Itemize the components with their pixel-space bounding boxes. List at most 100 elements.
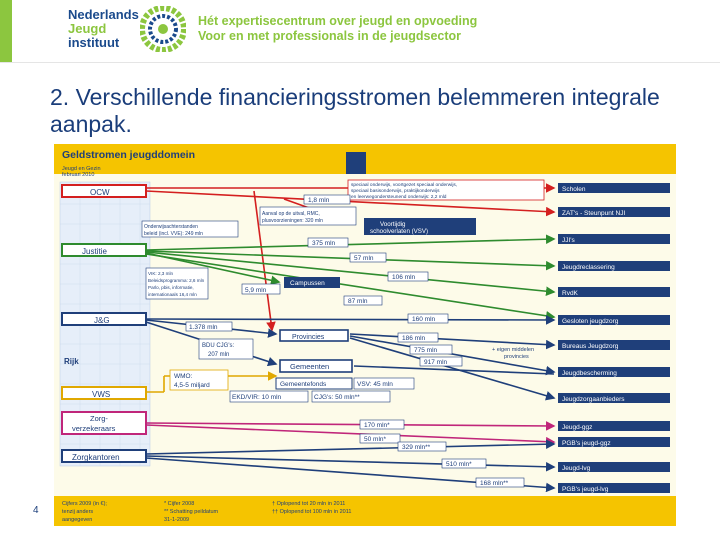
note-oab-2: beleid (incl. VVE): 249 mln: [144, 231, 203, 237]
footer-col1-1: Cijfers 2009 (in €);: [62, 501, 107, 507]
accent-bar: [0, 0, 12, 62]
note-ocw-line-2: speciaal basisonderwijs, praktijkonderwi…: [351, 188, 440, 194]
amount-a5: 5,9 mln: [245, 287, 267, 294]
note-cjg: [311, 390, 391, 403]
note-vsv-amount-label: VSV: 45 mln: [357, 381, 393, 388]
amount-a12: 170 mln*: [364, 422, 390, 429]
note-wmo-2: 4,5-5 miljard: [174, 382, 210, 389]
target-pgb-jeugd-lvg: PGB's jeugd-lvg: [562, 486, 609, 493]
diagram-title: Geldstromen jeugddomein: [62, 149, 195, 161]
footer-col1-2: tenzij anders: [62, 509, 93, 515]
note-vsv-amount: [353, 377, 415, 390]
footer-col3-1: † Oplopend tot 20 mln in 2011: [272, 501, 345, 507]
source-zorgverzekeraars-label-1: Zorg-: [90, 414, 108, 423]
source-jag-label: J&G: [94, 316, 110, 325]
amount-a16: 168 mln**: [480, 480, 509, 487]
note-ocw-onderwijs: [347, 179, 545, 201]
note-ocw-line-3: en leerwegondersteunend onderwijs: 2,2 m…: [351, 194, 447, 200]
diagram-subtitle-2: februari 2010: [62, 172, 94, 178]
rijk-label: Rijk: [64, 357, 79, 366]
logo-text: Nederlands Jeugd instituut: [68, 8, 139, 50]
source-zorgverzekeraars-label-2: verzekeraars: [72, 424, 116, 433]
diagram-subtitle-1: Jeugd en Gezin: [62, 166, 101, 172]
note-eigen-middelen-1: + eigen middelen: [492, 347, 534, 353]
note-onderwijsachterstanden: [141, 220, 239, 238]
amount-a3: 57 mln: [354, 255, 374, 262]
amount-a6: 87 mln: [348, 298, 368, 305]
target-jeugd-lvg: Jeugd-lvg: [562, 465, 591, 472]
diagram-footer-band: [54, 496, 676, 526]
amount-a7: 160 mln: [412, 316, 436, 323]
target-jji: JJI's: [562, 237, 576, 244]
note-oab-1: Onderwijsachterstanden: [144, 224, 198, 230]
amount-a10: 775 mln: [414, 347, 438, 354]
source-ocw-label: OCW: [90, 188, 110, 197]
note-vik-4: internationaals 16,4 mln: [148, 292, 197, 297]
note-vik: [145, 267, 209, 300]
node-gemeentefonds: [275, 377, 353, 390]
amount-a1: 1,8 mln: [308, 197, 330, 204]
note-bdu: [198, 338, 254, 360]
header: Nederlands Jeugd instituut Hét expertise…: [0, 0, 720, 62]
logo-icon: [140, 6, 186, 52]
amount-a2: 375 mln: [312, 240, 336, 247]
note-vik-3: Parlo, pbis, informatie,: [148, 285, 194, 290]
note-aanval-1: Aanval op de uitval, RMC,: [262, 211, 320, 217]
logo-line-2: Jeugd: [68, 21, 107, 36]
node-vsv-label-2: schoolverlaten (VSV): [370, 228, 428, 235]
note-aanval: [259, 206, 357, 226]
source-vws-label: VWS: [92, 390, 110, 399]
amount-a14: 329 mln**: [402, 444, 431, 451]
amount-a4: 106 mln: [392, 274, 416, 281]
amount-a15: 510 mln*: [446, 461, 472, 468]
node-vsv: [364, 218, 476, 235]
target-list: Scholen ZAT's - Steunpunt NJI JJI's Jeug…: [558, 183, 670, 493]
node-provincies-label: Provincies: [292, 334, 325, 341]
target-jeugdzorgaanbieders: Jeugdzorgaanbieders: [562, 396, 625, 403]
source-vws: [61, 386, 147, 400]
note-ekd-label: EKD/VIR: 10 mln: [232, 394, 282, 401]
target-jeugdreclassering: Jeugdreclassering: [562, 264, 615, 271]
footer-col2-1: * Cijfer 2008: [164, 501, 194, 507]
tagline: Hét expertisecentrum over jeugd en opvoe…: [198, 14, 477, 44]
footer-col1-3: aangegeven: [62, 517, 92, 523]
node-campussen-label: Campussen: [290, 280, 325, 287]
amount-a11: 917 mln: [424, 359, 448, 366]
node-gemeentefonds-label: Gemeentefonds: [280, 381, 327, 388]
footer-col3-2: †† Oplopend tot 100 mln in 2011: [272, 509, 351, 515]
funding-diagram: Geldstromen jeugddomein Jeugd en Gezin f…: [54, 144, 676, 526]
node-gemeenten: [279, 359, 353, 373]
target-scholen: Scholen: [562, 186, 586, 193]
target-zat: ZAT's - Steunpunt NJI: [562, 210, 625, 217]
tagline-line-1: Hét expertisecentrum over jeugd en opvoe…: [198, 14, 478, 28]
logo-line-3: instituut: [68, 35, 120, 50]
note-vik-2: Beleidsprogramma: 2,6 mln: [148, 278, 205, 283]
amount-a9: 186 mln: [402, 335, 426, 342]
page-number: 4: [33, 505, 39, 516]
slide-title: 2. Verschillende financieringsstromen be…: [50, 84, 660, 137]
government-logo-icon: [346, 152, 366, 174]
node-vsv-label-1: Voortijdig: [380, 221, 406, 228]
amount-a13: 50 mln*: [364, 436, 387, 443]
node-campussen: [284, 277, 340, 288]
note-eigen-middelen-2: provincies: [504, 354, 529, 360]
footer-col2-2: ** Schatting peildatum: [164, 509, 219, 515]
logo-line-1: Nederlands: [68, 7, 139, 22]
target-jeugdbescherming: Jeugdbescherming: [562, 370, 617, 377]
target-gesloten-jeugdzorg: Gesloten jeugdzorg: [562, 318, 619, 325]
source-zorgkantoren-label: Zorgkantoren: [72, 453, 120, 462]
header-divider: [0, 62, 720, 63]
target-jeugd-ggz: Jeugd-ggz: [562, 424, 592, 431]
footer-col2-3: 31-1-2009: [164, 517, 189, 523]
note-wmo-1: WMO:: [174, 373, 193, 380]
source-justitie-label: Justitie: [82, 247, 107, 256]
amount-a8: 1.378 mln: [189, 324, 218, 331]
note-aanval-2: plusvoorzieningen: 320 mln: [262, 218, 323, 224]
target-bureaus-jeugdzorg: Bureaus Jeugdzorg: [562, 343, 619, 350]
target-pgb-jeugd-ggz: PGB's jeugd-ggz: [562, 440, 611, 447]
tagline-line-2: Voor en met professionals in de jeugdsec…: [198, 29, 462, 43]
note-cjg-label: CJG's: 50 mln**: [314, 394, 360, 401]
note-vik-1: VIK: 2,3 mln: [148, 271, 173, 276]
note-ekd: [229, 390, 309, 403]
note-bdu-1: BDU CJG's:: [202, 343, 234, 349]
